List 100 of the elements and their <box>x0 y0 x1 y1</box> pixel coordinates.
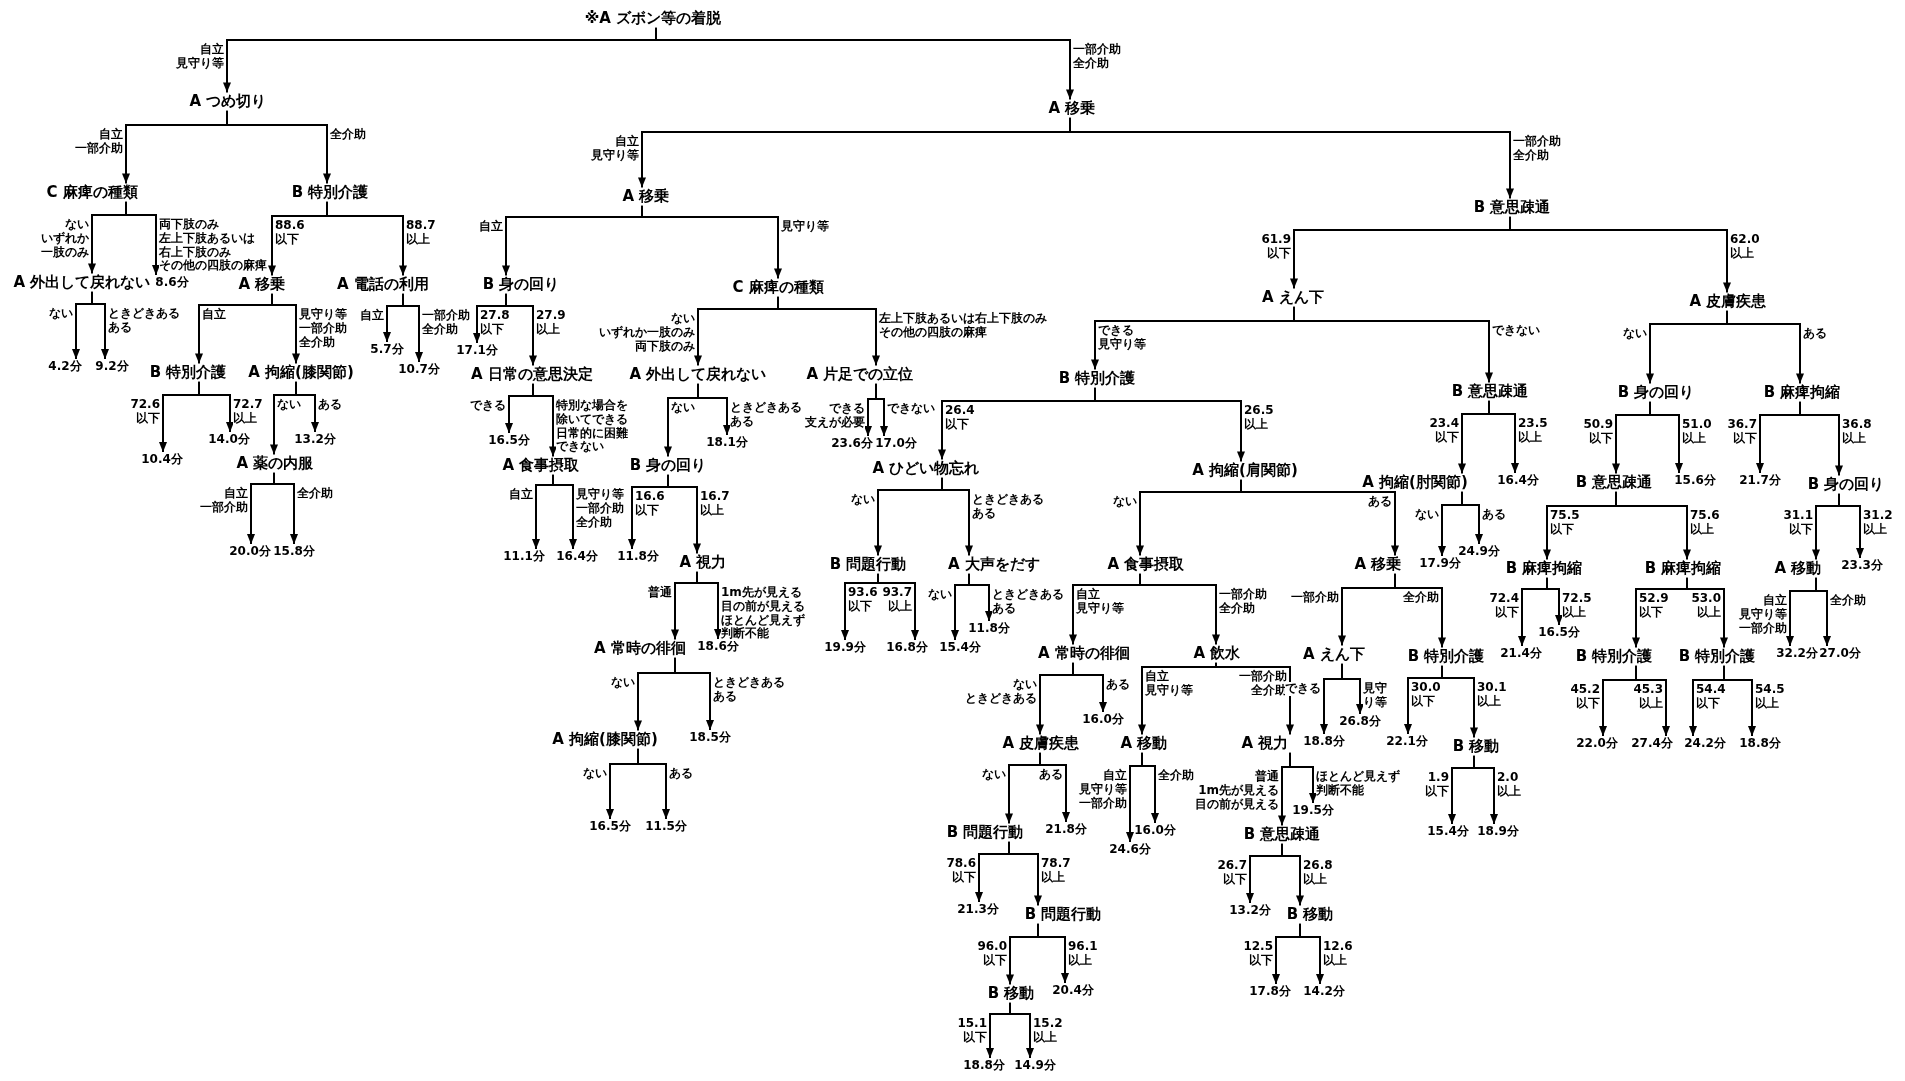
edge-label: 自立一部介助 <box>75 128 123 156</box>
split-condition: B 特別介護 <box>1058 370 1136 388</box>
time-value: 18.9分 <box>1477 825 1519 839</box>
split-condition: B 移動 <box>987 985 1035 1003</box>
edge-label: 15.2 以上 <box>1033 1017 1063 1045</box>
edge-label: 36.7 以下 <box>1727 418 1757 446</box>
split-condition: A 移乗 <box>1048 100 1096 118</box>
time-value: 11.8分 <box>617 550 659 564</box>
split-condition: B 身の回り <box>1617 384 1695 402</box>
split-condition: B 問題行動 <box>1024 906 1102 924</box>
split-condition: B 特別介護 <box>1575 648 1653 666</box>
time-value: 21.7分 <box>1739 474 1781 488</box>
arrow <box>1726 309 1804 385</box>
edge-label: できる <box>470 399 506 413</box>
arrow <box>91 290 109 361</box>
edge-label: 一部介助全介助 <box>1513 135 1561 163</box>
arrow <box>1615 490 1691 561</box>
time-value: 19.9分 <box>824 641 866 655</box>
split-condition: A 飲水 <box>1193 645 1241 663</box>
split-condition: A ひどい物忘れ <box>872 460 980 478</box>
split-condition: A 外出して戻れない <box>13 274 151 292</box>
time-value: 9.2分 <box>95 360 129 374</box>
edge-label: ときどきあるある <box>108 307 180 335</box>
split-condition: B 特別介護 <box>149 364 227 382</box>
edge-label: 自立見守り等 <box>1145 670 1193 698</box>
edge-label: 52.9 以下 <box>1639 592 1669 620</box>
split-condition: A 薬の内服 <box>236 455 314 473</box>
edge-label: ない <box>583 767 607 781</box>
edge-label: 62.0 以上 <box>1730 233 1760 261</box>
split-condition: A 食事摂取 <box>502 457 580 475</box>
edge-label: ない <box>928 588 952 602</box>
edge-label: ある <box>669 767 693 781</box>
edge-label: ときどきあるある <box>972 493 1044 521</box>
arrow <box>968 572 993 623</box>
edge-label: ない <box>671 401 695 415</box>
arrow <box>1293 305 1493 384</box>
split-condition: B 特別介護 <box>1407 648 1485 666</box>
arrow <box>696 570 722 641</box>
split-condition: A 外出して戻れない <box>629 366 767 384</box>
split-condition: A 移動 <box>1120 735 1168 753</box>
split-condition: B 特別介護 <box>291 184 369 202</box>
edge-label: ないときどきある <box>965 678 1037 706</box>
edge-label: 75.5 以下 <box>1550 509 1580 537</box>
split-condition: A つめ切り <box>189 93 267 111</box>
time-value: 14.2分 <box>1303 985 1345 999</box>
edge-label: 全介助 <box>1830 594 1866 608</box>
arrow <box>1838 492 1864 560</box>
edge-label: 72.4 以下 <box>1489 592 1519 620</box>
edge-label: 45.2 以下 <box>1570 683 1600 711</box>
time-value: 10.7分 <box>398 363 440 377</box>
edge-label: 一部介助全介助 <box>1219 588 1267 616</box>
time-value: 18.8分 <box>1739 737 1781 751</box>
split-condition: B 特別介護 <box>1678 648 1756 666</box>
edge-label: 54.5 以上 <box>1755 683 1785 711</box>
edge-label: 93.6 以下 <box>848 586 878 614</box>
time-value: 16.8分 <box>886 641 928 655</box>
edge-label: 30.1 以上 <box>1477 681 1507 709</box>
arrow <box>1799 400 1843 477</box>
edge-label: 75.6 以上 <box>1690 509 1720 537</box>
time-value: 21.3分 <box>957 903 999 917</box>
arrow <box>1686 576 1728 649</box>
time-value: 16.0分 <box>1134 824 1176 838</box>
edge-label: 一部介助 <box>1291 591 1339 605</box>
edge-label: 自立見守り等 <box>591 135 639 163</box>
arrow <box>1281 842 1304 907</box>
edge-label: 自立見守り等 <box>176 43 224 71</box>
arrow <box>1509 215 1731 294</box>
arrow <box>641 204 782 280</box>
edge-label: 23.4 以下 <box>1429 417 1459 445</box>
edge-label: 両下肢のみ左上下肢あるいは右上下肢のみその他の四肢の麻痺 <box>159 218 267 274</box>
edge-label: ある <box>1106 678 1130 692</box>
edge-label: 27.8 以下 <box>480 309 510 337</box>
split-condition: B 問題行動 <box>829 556 907 574</box>
edge-label: 53.0 以上 <box>1691 592 1721 620</box>
edge-label: 78.7 以上 <box>1041 857 1071 885</box>
edge-label: 見守り等 <box>781 220 829 234</box>
edge-label: 左上下肢あるいは右上下肢のみその他の四肢の麻痺 <box>879 312 1047 340</box>
edge-label: ない <box>851 493 875 507</box>
edge-label: 自立見守り等一部介助 <box>1079 769 1127 811</box>
edge-label: できない <box>1492 324 1540 338</box>
arrow <box>1094 386 1245 463</box>
split-condition: A 拘縮(肘関節) <box>1362 474 1468 492</box>
time-value: 18.8分 <box>963 1059 1005 1073</box>
arrow <box>271 292 300 365</box>
edge-label: 27.9 以上 <box>536 309 566 337</box>
time-value: 16.5分 <box>589 820 631 834</box>
edge-label: 1.9 以下 <box>1425 771 1449 799</box>
time-value: 16.4分 <box>1497 474 1539 488</box>
split-condition: B 麻痺拘縮 <box>1505 560 1583 578</box>
arrow <box>1649 400 1683 475</box>
arrow <box>402 292 423 364</box>
split-condition: A 電話の利用 <box>337 276 429 294</box>
edge-label: 自立一部介助 <box>200 487 248 515</box>
time-value: 16.5分 <box>1538 626 1580 640</box>
time-value: 18.6分 <box>697 640 739 654</box>
edge-label: 自立 <box>202 308 226 322</box>
time-value: 11.8分 <box>968 622 1010 636</box>
edge-label: 16.7 以上 <box>700 490 730 518</box>
split-condition: B 身の回り <box>629 457 707 475</box>
arrow <box>1008 840 1042 907</box>
